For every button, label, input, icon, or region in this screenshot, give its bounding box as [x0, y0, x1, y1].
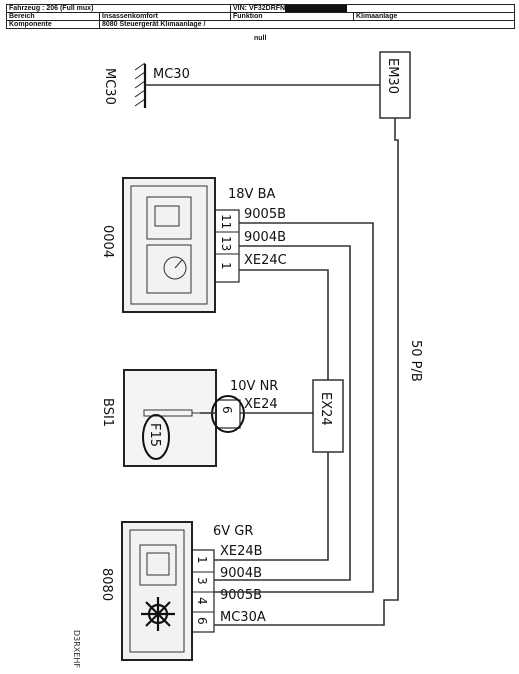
splice-ex24: EX24 [312, 379, 344, 453]
wire-50pb [280, 118, 399, 626]
bsi1-id: BSI1 [100, 398, 115, 427]
wire-color-label: 50 P/B [408, 340, 423, 382]
component-8080-pin-1: 3 [195, 577, 209, 585]
splice-em30: EM30 [379, 51, 411, 119]
gauge-icon [146, 244, 192, 294]
component-0004: 0004 18V BA 11 13 1 9005B 9004B XE24C [100, 177, 287, 313]
controller-display-icon [139, 544, 177, 586]
component-8080: 8080 6V GR 1 3 4 6 XE24B 9004B 9005B MC3… [99, 521, 266, 661]
wire-xe24b [280, 452, 329, 561]
ground-wire-label: MC30 [153, 67, 190, 82]
component-0004-pin-0: 11 [219, 214, 233, 229]
wire-xe24c [239, 269, 329, 380]
component-value-cell: 8080 Steuergerät Klimaanlage / [99, 20, 515, 29]
ground-side-label: MC30 [102, 68, 117, 105]
component-0004-id: 0004 [100, 225, 115, 258]
splice-em30-label: EM30 [385, 58, 400, 94]
component-8080-pin-0: 1 [195, 556, 209, 564]
component-0004-pin-1: 13 [219, 236, 233, 251]
component-8080-id: 8080 [99, 568, 114, 601]
component-8080-wire-2: 9005B [220, 588, 262, 603]
component-8080-wire-0: XE24B [220, 544, 263, 559]
component-bsi1: F15 BSI1 10V NR 6 XE24 [100, 369, 278, 467]
bsi1-fuse-label: F15 [147, 423, 162, 447]
component-8080-connector: 6V GR [213, 524, 253, 539]
component-8080-wire-1: 9004B [220, 566, 262, 581]
vin-text: VIN: VF32DRFN [233, 5, 286, 12]
component-0004-wire-1: 9004B [244, 230, 286, 245]
component-0004-connector: 18V BA [228, 187, 275, 202]
vin-redaction [285, 5, 348, 12]
component-8080-pin-3: 6 [195, 617, 209, 625]
null-label: null [254, 35, 267, 42]
document-header-table: Fahrzeug : 206 (Full mux) VIN: VF32DRFN … [6, 4, 515, 29]
splice-ex24-label: EX24 [318, 392, 333, 426]
side-note: D3RXEHF [72, 630, 81, 668]
pin-circle [211, 395, 245, 433]
component-0004-wire-0: 9005B [244, 207, 286, 222]
display-icon [146, 196, 192, 240]
fuse-circle [142, 414, 170, 460]
bsi1-wire: XE24 [244, 397, 278, 412]
snowflake-icon [141, 597, 175, 631]
component-8080-wire-3: MC30A [220, 610, 266, 625]
component-8080-pin-2: 4 [195, 597, 209, 605]
bsi1-connector: 10V NR [230, 379, 278, 394]
bsi1-pin: 6 [220, 406, 234, 414]
wire-9004b [239, 245, 351, 581]
wire-9005b [239, 222, 374, 593]
component-0004-pin-2: 1 [219, 262, 233, 270]
ground-mc30: MC30 MC30 [102, 62, 190, 108]
component-0004-wire-2: XE24C [244, 253, 287, 268]
